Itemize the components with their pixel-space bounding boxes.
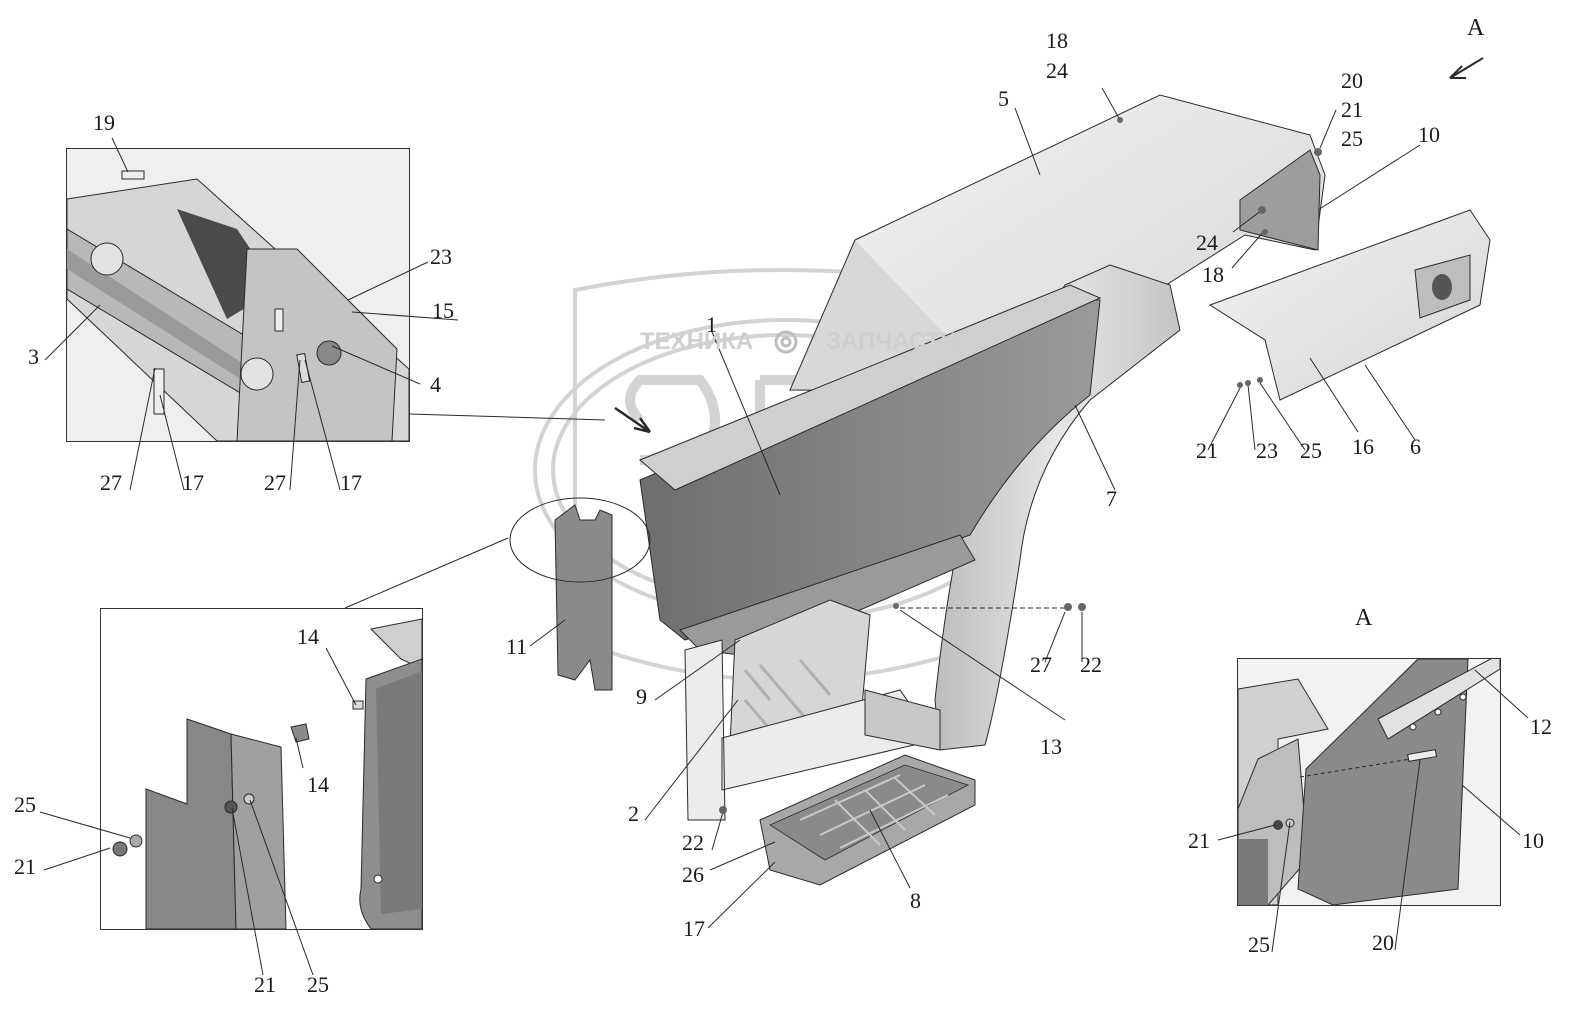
label-6: 6 xyxy=(1410,434,1421,459)
label-9: 9 xyxy=(636,684,647,709)
label-5: 5 xyxy=(998,86,1009,111)
inset-view-a xyxy=(1237,658,1501,906)
label-12: 12 xyxy=(1530,714,1552,739)
label-19: 19 xyxy=(93,110,115,135)
label-25-bl-bottom: 25 xyxy=(307,972,329,997)
label-3: 3 xyxy=(28,344,39,369)
inset-top-left xyxy=(66,148,410,442)
label-17-inset-b: 17 xyxy=(340,470,362,495)
label-25-bl: 25 xyxy=(14,792,36,817)
label-21-a: 21 xyxy=(1188,828,1210,853)
label-10-a: 10 xyxy=(1522,828,1544,853)
label-18-top: 18 xyxy=(1046,28,1068,53)
view-a-arrow-icon xyxy=(1449,57,1484,79)
label-2: 2 xyxy=(628,801,639,826)
label-16: 16 xyxy=(1352,434,1374,459)
label-14-lower: 14 xyxy=(307,772,329,797)
label-22-fender: 22 xyxy=(1080,652,1102,677)
label-8: 8 xyxy=(910,888,921,913)
label-11: 11 xyxy=(506,634,528,659)
label-15: 15 xyxy=(432,298,454,323)
label-18-lower: 18 xyxy=(1202,262,1224,287)
label-17-step: 17 xyxy=(683,916,705,941)
label-24-top: 24 xyxy=(1046,58,1068,83)
watermark-text-left: ТЕХНИКА xyxy=(640,328,754,355)
label-21-panel: 21 xyxy=(1196,438,1218,463)
watermark-gear-icon xyxy=(774,330,798,354)
label-20-a: 20 xyxy=(1372,930,1394,955)
label-22-bracket: 22 xyxy=(682,830,704,855)
label-23-inset: 23 xyxy=(430,244,452,269)
label-7: 7 xyxy=(1106,486,1117,511)
label-24-lower: 24 xyxy=(1196,230,1218,255)
label-1: 1 xyxy=(706,312,717,337)
watermark-text-right: ЗАПЧАСТИ xyxy=(826,328,958,355)
label-4: 4 xyxy=(430,372,441,397)
label-10: 10 xyxy=(1418,122,1440,147)
leader-lines xyxy=(344,87,1421,929)
label-25-panel: 25 xyxy=(1300,438,1322,463)
label-21-bl: 21 xyxy=(14,854,36,879)
label-25-a: 25 xyxy=(1248,932,1270,957)
label-20-top: 20 xyxy=(1341,68,1363,93)
label-27-inset-a: 27 xyxy=(100,470,122,495)
view-marker-label: A xyxy=(1467,15,1485,41)
part-6-panel xyxy=(1208,209,1491,401)
label-27-inset-b: 27 xyxy=(264,470,286,495)
label-21-top: 21 xyxy=(1341,97,1363,122)
label-23-panel: 23 xyxy=(1256,438,1278,463)
inset-a-title: A xyxy=(1355,605,1373,631)
label-25-top: 25 xyxy=(1341,126,1363,151)
label-26: 26 xyxy=(682,862,704,887)
label-17-inset-a: 17 xyxy=(182,470,204,495)
label-13: 13 xyxy=(1040,734,1062,759)
label-27-fender: 27 xyxy=(1030,652,1052,677)
label-21-bl-bottom: 21 xyxy=(254,972,276,997)
inset-bottom-left xyxy=(100,608,423,930)
part-1-side-panel xyxy=(639,299,1101,641)
label-14-upper: 14 xyxy=(297,624,319,649)
part-11-bracket xyxy=(554,504,613,691)
